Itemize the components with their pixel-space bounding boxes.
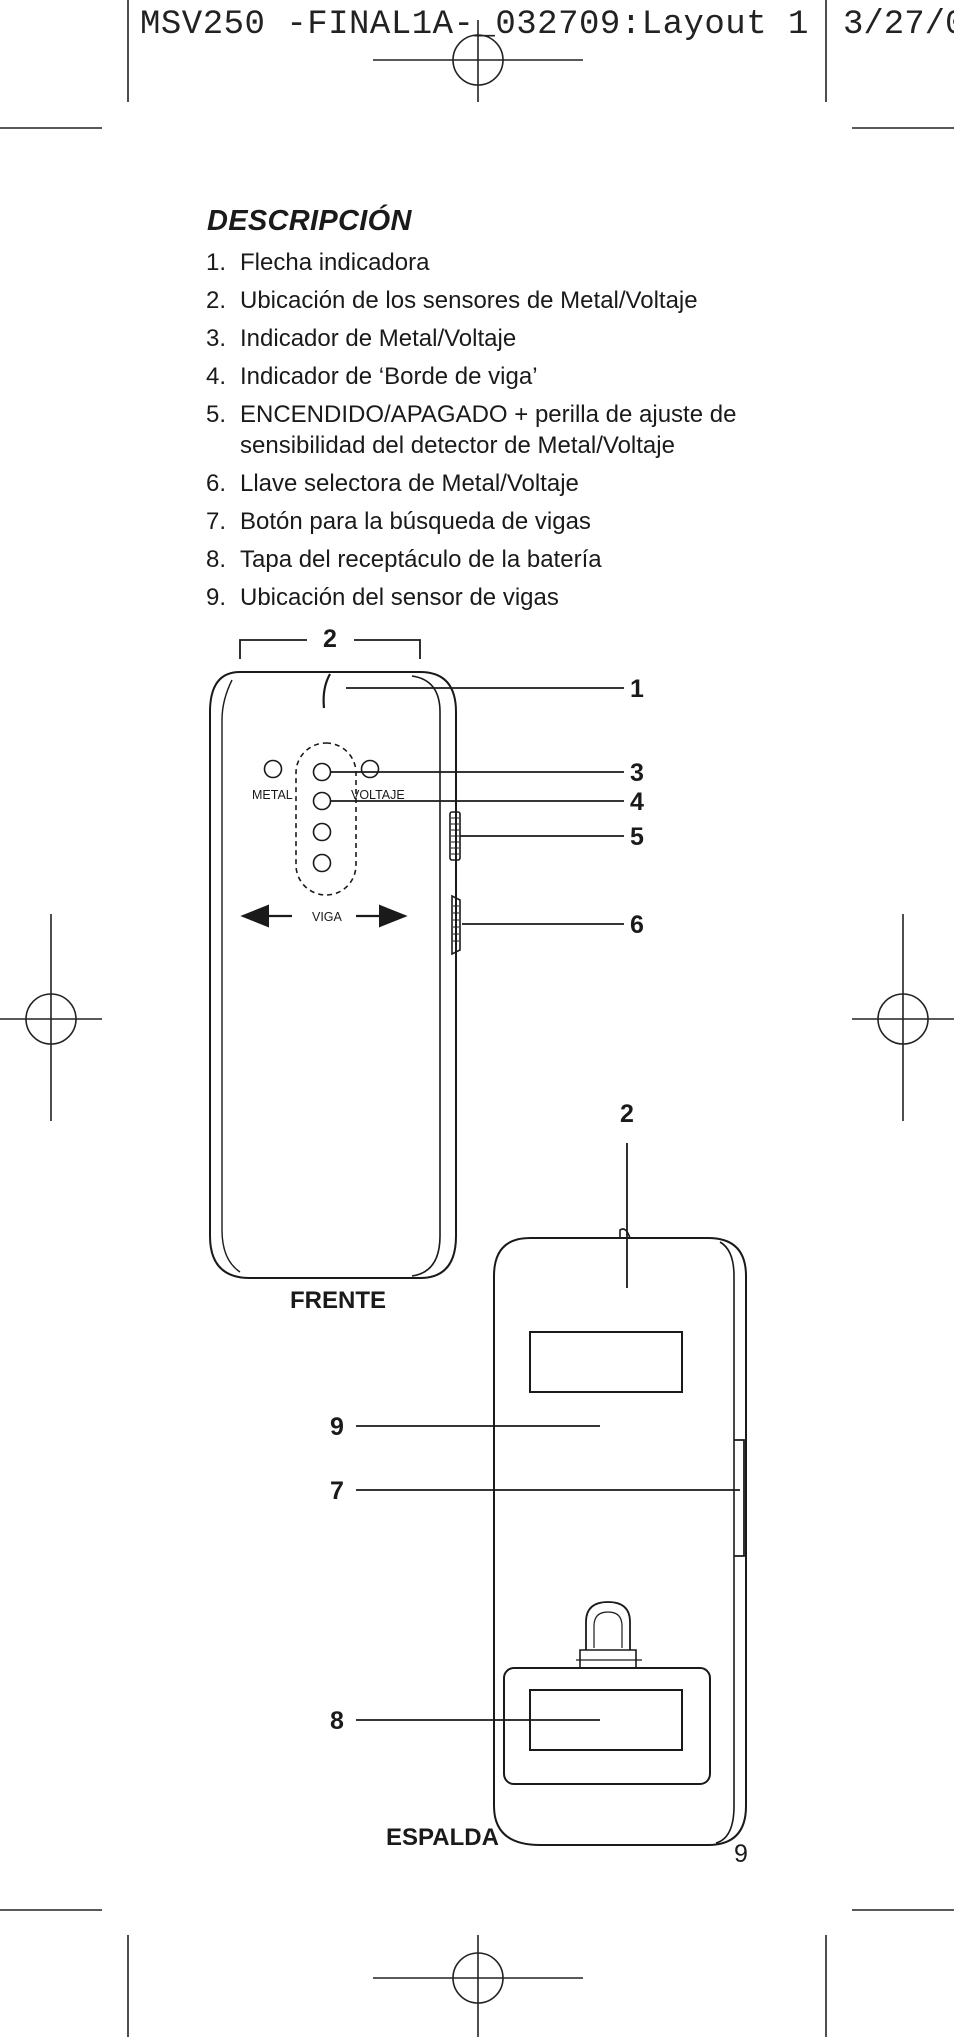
right-arrow-head <box>379 904 408 928</box>
stud-label: VIGA <box>312 910 343 924</box>
metal-indicator-led <box>263 759 283 779</box>
front-left-edge <box>221 679 241 1273</box>
item-text: Tapa del receptáculo de la batería <box>240 546 602 573</box>
battery-clip-loop <box>585 1601 631 1650</box>
metal-voltage-switch <box>451 894 461 956</box>
item-text: Indicador de Metal/Voltaje <box>240 325 517 352</box>
item-number: 8. <box>206 546 227 573</box>
front-caption: FRENTE <box>290 1287 386 1314</box>
stud-led <box>312 762 332 782</box>
item-number: 4. <box>206 363 227 390</box>
item-number: 5. <box>206 401 227 428</box>
front-leader-lines <box>239 639 624 925</box>
list-item: 9. Ubicación del sensor de vigas <box>206 582 800 613</box>
item-number: 7. <box>206 508 227 535</box>
back-side-edge <box>715 1241 735 1844</box>
item-text: Ubicación de los sensores de Metal/Volta… <box>240 287 698 314</box>
item-text: ENCENDIDO/APAGADO + perilla de ajuste de… <box>240 401 737 459</box>
stud-led <box>312 822 332 842</box>
wheel-ridges <box>451 817 459 855</box>
callout-number: 9 <box>330 1413 344 1441</box>
callout-number: 6 <box>630 911 644 939</box>
item-number: 6. <box>206 470 227 497</box>
item-text: Flecha indicadora <box>240 249 430 276</box>
front-side-edge <box>411 675 441 1277</box>
callout-number: 7 <box>330 1477 344 1505</box>
back-device <box>493 1228 747 1846</box>
front-device <box>209 671 461 1279</box>
left-arrow-head <box>240 904 269 928</box>
registration-target-bottom <box>373 1935 583 2037</box>
print-slug-file: MSV250 -FINAL1A-_032709:Layout 1 <box>140 6 809 44</box>
back-caption: ESPALDA <box>386 1824 499 1851</box>
item-number: 9. <box>206 584 227 611</box>
front-housing-outline <box>209 671 457 1279</box>
item-number: 2. <box>206 287 227 314</box>
battery-door <box>503 1667 711 1785</box>
callout-number: 2 <box>620 1100 634 1128</box>
section-heading: DESCRIPCIÓN <box>207 205 412 237</box>
list-item: 6. Llave selectora de Metal/Voltaje <box>206 468 800 499</box>
list-item: 5. ENCENDIDO/APAGADO + perilla de ajuste … <box>206 399 800 461</box>
page-number: 9 <box>734 1840 748 1868</box>
item-number: 3. <box>206 325 227 352</box>
switch-ridges <box>453 905 459 942</box>
back-housing-outline <box>493 1237 747 1846</box>
callout-number: 8 <box>330 1707 344 1735</box>
battery-clip-inner <box>593 1611 623 1648</box>
list-item: 3. Indicador de Metal/Voltaje <box>206 323 800 354</box>
item-text: Llave selectora de Metal/Voltaje <box>240 470 579 497</box>
registration-target-left <box>0 914 102 1121</box>
registration-target-right <box>852 914 954 1121</box>
list-item: 4. Indicador de ‘Borde de viga’ <box>206 361 800 392</box>
stud-led <box>312 791 332 811</box>
print-slug-date: 3/27/0 <box>843 6 954 44</box>
callout-number: 3 <box>630 759 644 787</box>
registration-target-top <box>373 20 583 102</box>
callout-number: 5 <box>630 823 644 851</box>
callout-number: 4 <box>630 788 644 816</box>
indicator-arrow-notch <box>322 673 331 709</box>
item-text: Ubicación del sensor de vigas <box>240 584 559 611</box>
back-leader-lines <box>356 1143 740 1721</box>
stud-led <box>312 853 332 873</box>
sensor-zone-dashed <box>295 742 357 896</box>
list-item: 1. Flecha indicadora <box>206 247 800 278</box>
callout-2-bracket-left <box>239 639 307 659</box>
voltage-indicator-led <box>360 759 380 779</box>
parts-list: 1. Flecha indicadora 2. Ubicación de los s… <box>206 247 800 620</box>
back-top-notch <box>619 1228 631 1239</box>
stud-sensor-window <box>529 1331 683 1393</box>
metal-label: METAL <box>252 788 293 802</box>
item-text: Botón para la búsqueda de vigas <box>240 508 591 535</box>
callout-number: 2 <box>323 625 337 653</box>
list-item: 2. Ubicación de los sensores de Metal/Vol… <box>206 285 800 316</box>
battery-clip-base <box>579 1649 637 1668</box>
item-text: Indicador de ‘Borde de viga’ <box>240 363 538 390</box>
list-item: 8. Tapa del receptáculo de la batería <box>206 544 800 575</box>
callout-2-bracket-right <box>354 639 421 659</box>
item-number: 1. <box>206 249 227 276</box>
callout-number: 1 <box>630 675 644 703</box>
voltage-label: VOLTAJE <box>351 788 405 802</box>
list-item: 7. Botón para la búsqueda de vigas <box>206 506 800 537</box>
stud-scan-button <box>734 1439 745 1557</box>
